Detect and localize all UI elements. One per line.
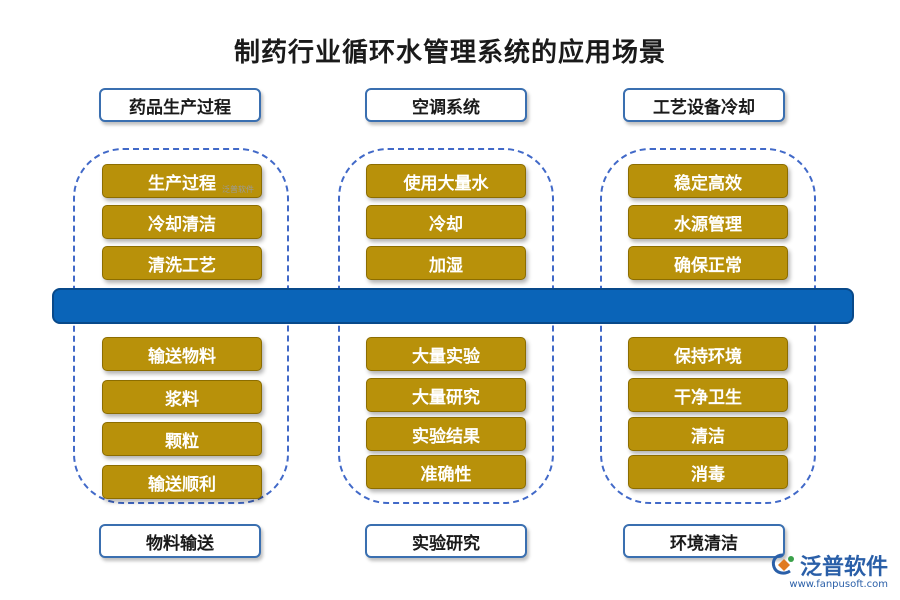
label-air-conditioning: 空调系统	[365, 88, 527, 122]
divider-band	[52, 288, 854, 324]
label-pharma-production: 药品生产过程	[99, 88, 261, 122]
item-box: 浆料	[102, 380, 262, 414]
brand-logo: 泛普软件 www.fanpusoft.com	[770, 549, 888, 590]
label-equipment-cooling: 工艺设备冷却	[623, 88, 785, 122]
item-box: 使用大量水	[366, 164, 526, 198]
brand-name: 泛普软件	[799, 555, 888, 580]
item-box: 生产过程	[102, 164, 262, 198]
item-box: 输送顺利	[102, 465, 262, 499]
fanpu-logo-icon	[771, 553, 794, 575]
label-experimental-research: 实验研究	[365, 524, 527, 558]
item-box: 大量实验	[366, 337, 526, 371]
item-box: 消毒	[628, 455, 788, 489]
item-box: 保持环境	[628, 337, 788, 371]
item-box: 加湿	[366, 246, 526, 280]
item-box: 大量研究	[366, 378, 526, 412]
group-right-frame	[600, 148, 816, 504]
label-environment-cleaning: 环境清洁	[623, 524, 785, 558]
item-box: 稳定高效	[628, 164, 788, 198]
group-left-frame	[73, 148, 289, 504]
item-box: 准确性	[366, 455, 526, 489]
group-middle-frame	[338, 148, 554, 504]
item-box: 冷却	[366, 205, 526, 239]
brand-url: www.fanpusoft.com	[789, 579, 888, 590]
item-box: 清洁	[628, 417, 788, 451]
item-box: 干净卫生	[628, 378, 788, 412]
item-box: 颗粒	[102, 422, 262, 456]
item-box: 冷却清洁	[102, 205, 262, 239]
item-box: 输送物料	[102, 337, 262, 371]
item-box: 水源管理	[628, 205, 788, 239]
item-box: 清洗工艺	[102, 246, 262, 280]
item-box: 实验结果	[366, 417, 526, 451]
item-box: 确保正常	[628, 246, 788, 280]
page-title: 制药行业循环水管理系统的应用场景	[233, 38, 666, 68]
label-material-transport: 物料输送	[99, 524, 261, 558]
watermark: 泛普软件	[222, 185, 254, 194]
